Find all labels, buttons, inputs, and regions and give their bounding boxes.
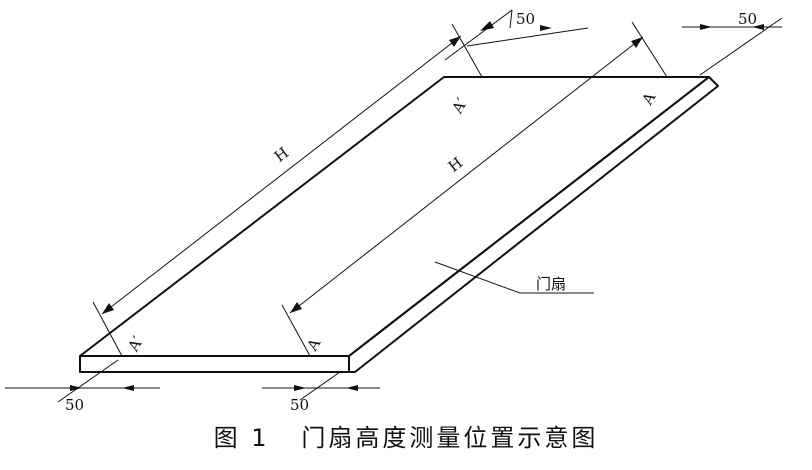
arrowhead-offset-bottom-right-a [294,385,306,391]
label-point-a-top: A [638,89,660,108]
door-leaf-top-face [79,76,710,357]
figure-caption: 图 1 门扇高度测量位置示意图 [213,424,599,452]
label-point-a-prime-bottom: A′ [124,333,148,356]
arrowhead-h-right-bottom [290,302,302,313]
offset-extension-top-left [466,27,589,47]
door-leaf-right-edge [348,76,719,373]
door-leaf-leader-line [434,261,594,294]
offset-dimension-top-left [444,9,513,61]
label-height-right: H [445,154,466,176]
offset-leader-top-left [509,9,513,29]
offset-extension-top-right [699,17,783,76]
label-dim-50-bottom-right: 50 [290,396,309,414]
offset-extension-bottom-right [299,371,341,401]
arrowhead-offset-top-left-a [480,21,494,31]
label-dim-50-top-right: 50 [738,10,757,28]
arrowhead-offset-top-left-b [540,25,552,31]
height-dimension-line-right [289,36,644,314]
arrowhead-offset-top-right-a [700,24,712,30]
height-dimension-line-left [101,35,462,315]
arrowhead-h-left-bottom [102,303,114,314]
label-dim-50-bottom-left: 50 [65,396,84,414]
extension-line-a-top [631,21,668,78]
label-dim-50-top-left: 50 [516,10,535,28]
arrowhead-h-right-top [631,37,643,48]
label-point-a-bottom: A [303,335,325,354]
label-point-a-prime-top: A′ [448,95,472,118]
arrowhead-offset-bottom-right-b [346,385,358,391]
door-leaf-front-edge [79,355,350,373]
arrowhead-offset-bottom-left-a [70,385,82,391]
extension-line-a-bottom [281,304,311,357]
offset-extension-bottom-left [57,359,119,403]
arrowhead-h-left-top [449,36,461,47]
extension-line-a-prime-top [451,23,483,78]
label-door-leaf: 门扇 [536,275,566,293]
arrowhead-offset-bottom-left-b [122,385,134,391]
extension-line-a-prime-bottom [92,301,123,357]
label-height-left: H [271,144,292,166]
arrowhead-offset-top-right-b [752,24,764,30]
